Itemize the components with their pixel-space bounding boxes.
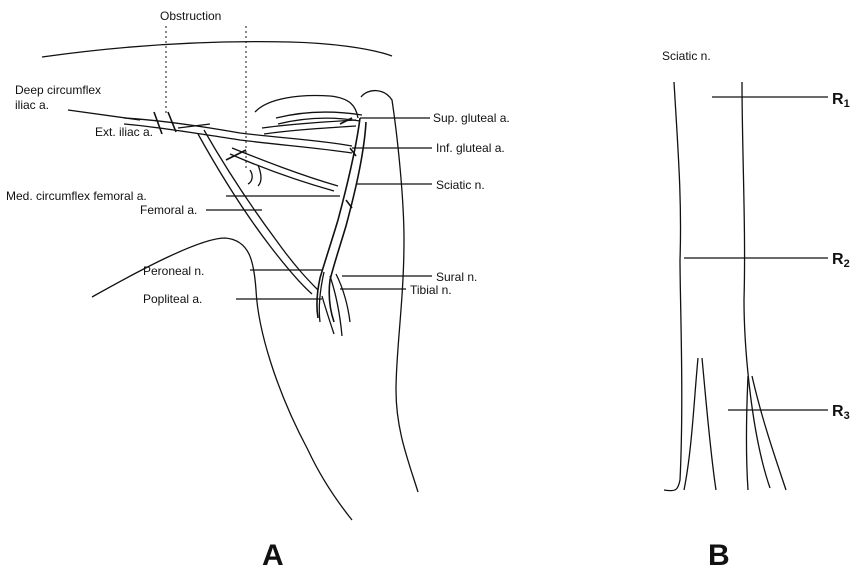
panel-b-title: Sciatic n. xyxy=(662,49,711,63)
label-inf-gluteal: Inf. gluteal a. xyxy=(436,141,505,155)
r3-label: R3 xyxy=(832,403,850,422)
buttock-contour xyxy=(255,96,358,118)
panel-a-letter: A xyxy=(262,539,284,572)
label-sup-gluteal: Sup. gluteal a. xyxy=(433,111,510,125)
label-ext-iliac: Ext. iliac a. xyxy=(95,125,153,139)
med-circumflex-artery xyxy=(230,148,338,191)
branch-left-inner xyxy=(702,358,716,490)
label-sural: Sural n. xyxy=(436,270,477,284)
label-deep-circumflex-1: Deep circumflex xyxy=(15,83,101,97)
label-deep-circumflex-2: iliac a. xyxy=(15,98,49,112)
sciatic-nerve xyxy=(317,118,366,336)
label-med-circumflex: Med. circumflex femoral a. xyxy=(6,189,147,203)
branch-left xyxy=(684,358,698,490)
r2-label: R2 xyxy=(832,251,850,270)
branch-right xyxy=(747,376,749,490)
label-tibial: Tibial n. xyxy=(410,283,452,297)
label-peroneal: Peroneal n. xyxy=(143,264,204,278)
panel-b: Sciatic n. R1 R2 R3 B xyxy=(662,49,850,572)
sciatic-left-border xyxy=(664,82,682,491)
panel-a: Obstruction Deep circumflex iliac a. Ext… xyxy=(6,9,510,572)
branch-right-inner xyxy=(752,376,786,490)
r1-label: R1 xyxy=(832,91,850,110)
label-femoral: Femoral a. xyxy=(140,203,197,217)
inf-gluteal-artery xyxy=(262,120,356,134)
label-sciatic: Sciatic n. xyxy=(436,178,485,192)
front-thigh-contour xyxy=(92,238,352,520)
top-body-contour xyxy=(42,42,392,57)
panel-b-letter: B xyxy=(708,539,730,572)
ligature-marks xyxy=(154,112,356,208)
label-popliteal: Popliteal a. xyxy=(143,292,202,306)
label-obstruction: Obstruction xyxy=(160,9,221,23)
